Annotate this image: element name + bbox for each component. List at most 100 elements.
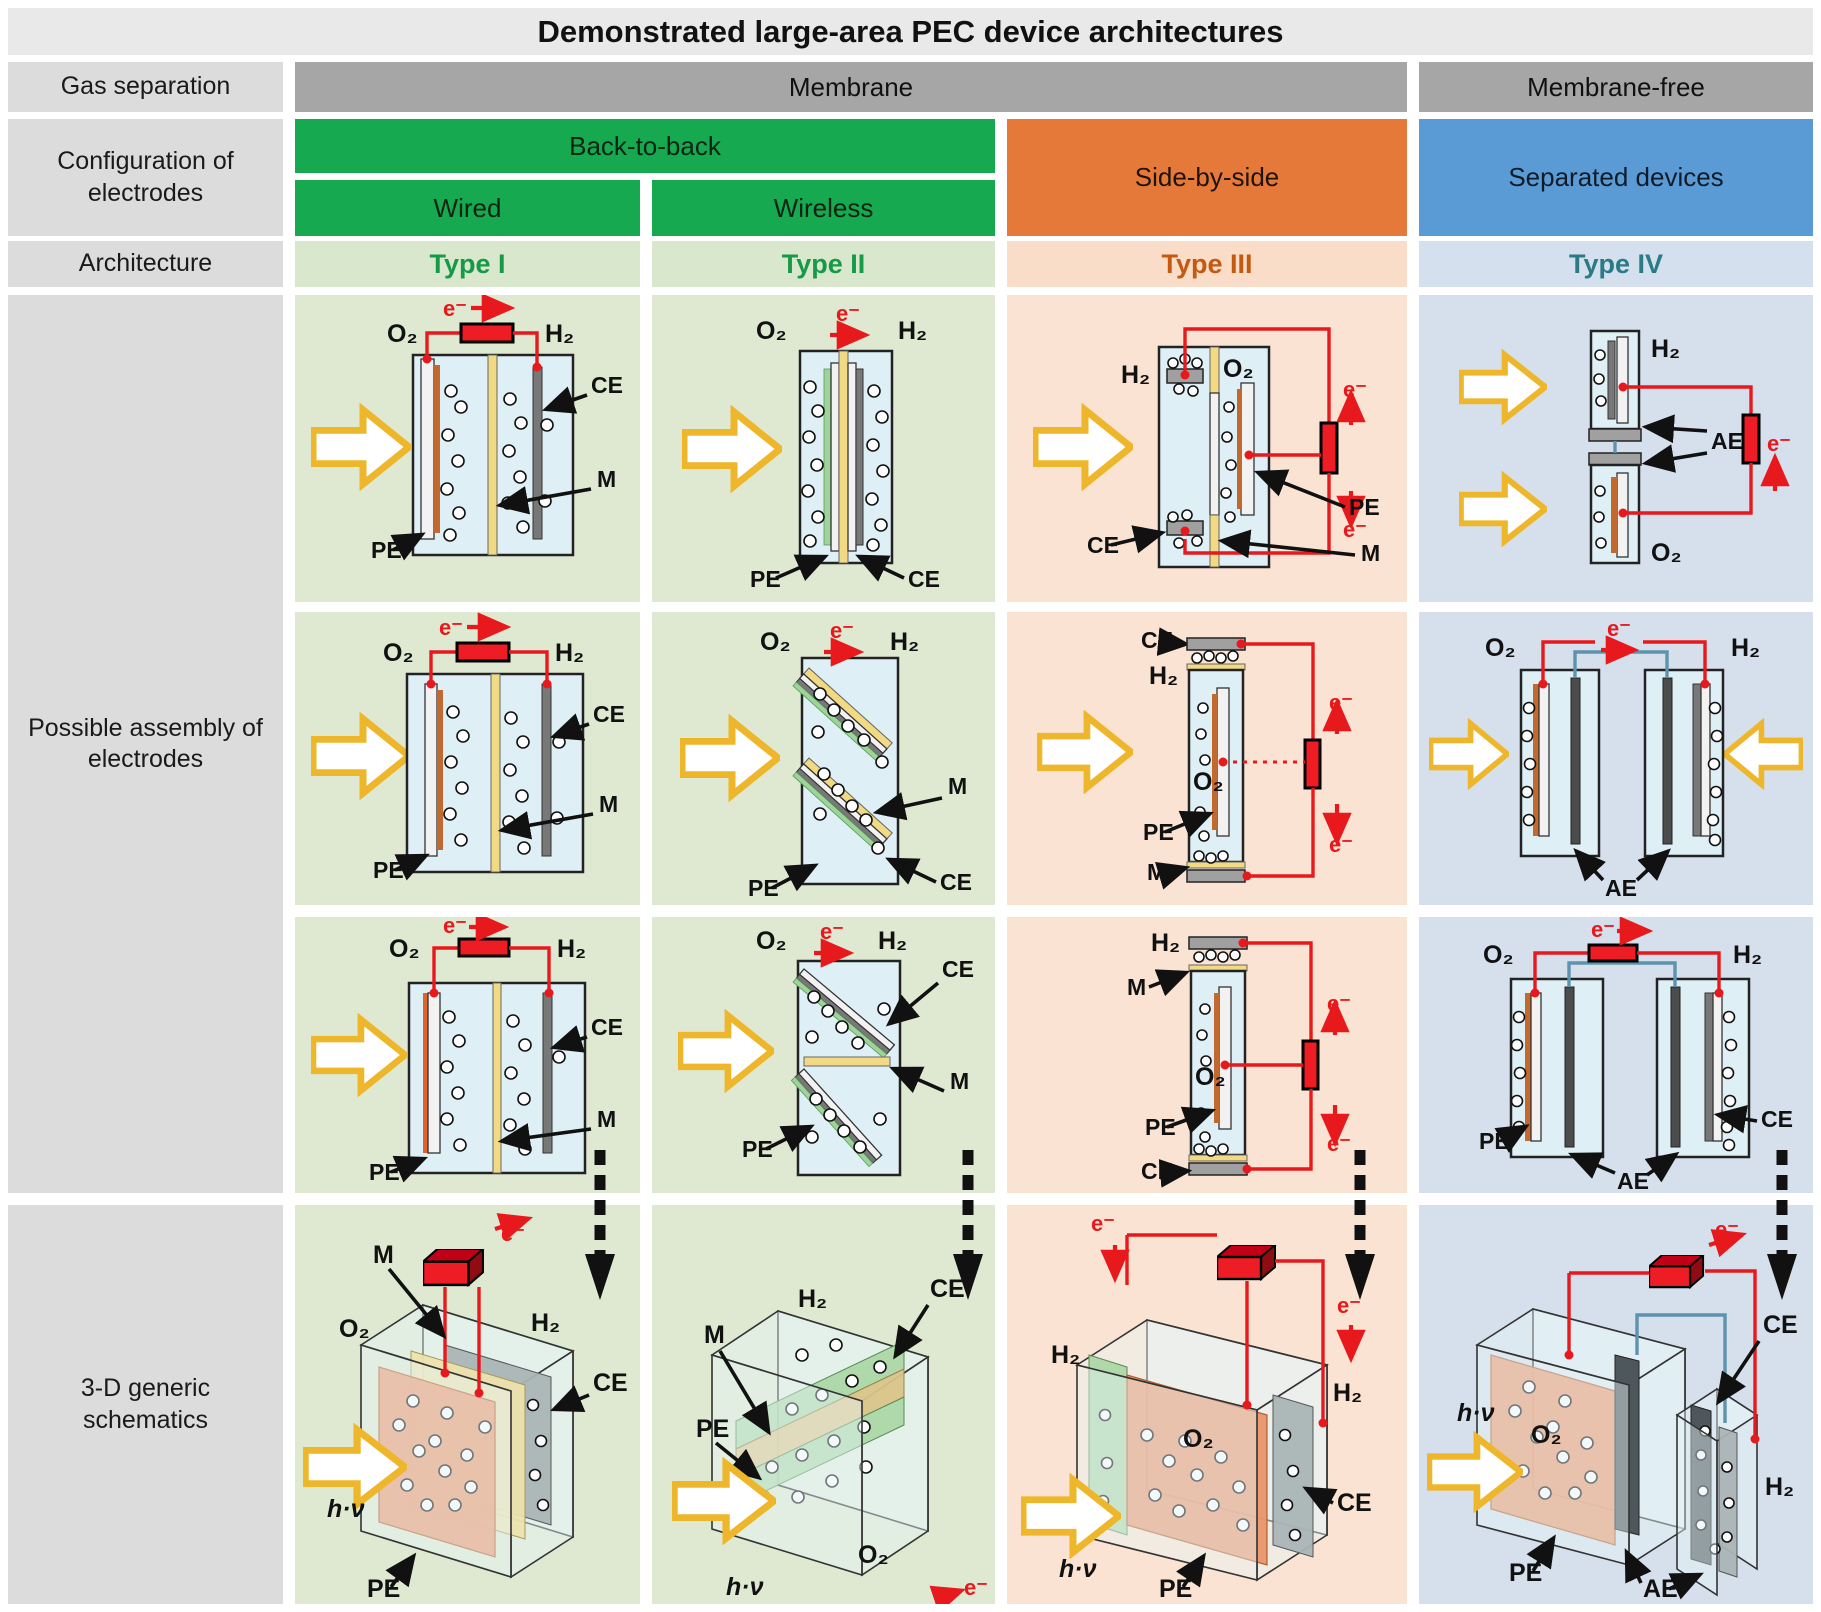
diagram-type2-assembly-3: O₂ e⁻ H₂ CE M PE: [652, 917, 995, 1193]
wire: [425, 331, 461, 359]
membrane: [487, 354, 498, 556]
electron-label: e⁻: [439, 615, 463, 640]
bubbles: [801, 380, 890, 552]
col-header-back-to-back: Back-to-back: [295, 119, 995, 173]
electron-label: e⁻: [1591, 917, 1615, 942]
wire: [432, 946, 459, 993]
counter-electrode: [542, 992, 553, 1154]
auxiliary-electrode: [1670, 986, 1681, 1148]
auxiliary-electrode: [1570, 677, 1581, 845]
counter-electrode: [1704, 992, 1714, 1142]
h2-label: H₂: [555, 639, 584, 667]
ce-label: CE: [591, 1014, 623, 1040]
electron-label: e⁻: [443, 296, 467, 321]
light-arrow-icon: [1035, 410, 1131, 484]
h2-label: H₂: [1731, 634, 1760, 662]
bubbles: [1520, 701, 1724, 847]
wire: [429, 650, 457, 684]
hv-label: h·ν: [726, 1573, 764, 1601]
m-label: M: [1361, 540, 1380, 566]
resistor: [1319, 421, 1339, 475]
bubbles: [1220, 401, 1237, 523]
tilted-assembly: [792, 757, 893, 852]
light-arrow-icon: [313, 410, 409, 484]
ae-label: AE: [1605, 875, 1637, 901]
m-label: M: [950, 1068, 969, 1094]
resistor-3d: [1649, 1255, 1705, 1289]
photoelectrode: [823, 368, 832, 546]
bubbles: [443, 705, 566, 855]
o2-label: O₂: [1485, 634, 1516, 662]
wire: [1183, 327, 1331, 423]
auxiliary-electrode: [1564, 986, 1575, 1148]
pe-label: PE: [371, 537, 402, 563]
col-header-wireless: Wireless: [652, 180, 995, 236]
col-header-type3: Type III: [1007, 241, 1407, 287]
electron-label: e⁻: [820, 919, 844, 944]
m-label: M: [597, 466, 616, 492]
h2-label: H₂: [1651, 335, 1680, 363]
col-header-type4: Type IV: [1419, 241, 1813, 287]
bubbles: [1593, 349, 1607, 407]
electron-label: e⁻: [964, 1575, 988, 1600]
cathode: [1607, 340, 1616, 420]
bubbles: [1193, 1143, 1229, 1157]
wire: [1567, 1271, 1649, 1355]
h2-label: H₂: [890, 628, 919, 656]
h2-label: H₂: [1121, 361, 1150, 389]
o2-label: O₂: [1193, 768, 1224, 796]
diagram-type4-assembly-3: e⁻ O₂ H₂ PE CE AE: [1419, 917, 1813, 1193]
ce-label: CE: [593, 1369, 628, 1397]
photoelectrode: [1525, 993, 1531, 1141]
wire: [1533, 951, 1589, 993]
m-label: M: [1127, 974, 1146, 1000]
h2-label: H₂: [1051, 1341, 1080, 1369]
diagram-type3-3d: e⁻ e⁻ H₂ O₂ H₂ CE PE h·ν: [1007, 1205, 1407, 1604]
counter-electrode: [541, 683, 552, 857]
electron-label: e⁻: [1329, 690, 1353, 715]
wire: [1241, 642, 1315, 740]
ce-label: CE: [1761, 1106, 1793, 1132]
diagram-type3-assembly-3: H₂ M O₂ e⁻ e⁻ PE CE: [1007, 917, 1407, 1193]
row-header-possible-assembly: Possible assembly of electrodes: [8, 295, 283, 1193]
light-arrow-icon: [1039, 717, 1131, 788]
counter-electrode: [532, 366, 543, 540]
o2-label: O₂: [1531, 1421, 1562, 1449]
photoelectrode: [1237, 389, 1242, 509]
photoelectrode: [1212, 694, 1217, 830]
h2-label: H₂: [1765, 1473, 1794, 1501]
o2-label: O₂: [756, 927, 787, 955]
membrane: [1209, 346, 1220, 394]
bubbles: [811, 687, 889, 855]
photoelectrode: [1533, 684, 1539, 836]
photoelectrode: [434, 365, 440, 533]
bubbles: [1193, 949, 1241, 963]
membrane: [490, 673, 501, 873]
resistor: [1741, 413, 1761, 465]
ce-label: CE: [591, 372, 623, 398]
wire: [1243, 941, 1313, 1041]
ce-label: CE: [942, 956, 974, 982]
light-arrow-icon: [1461, 477, 1545, 541]
ce-label: CE: [1141, 627, 1173, 653]
wire: [1623, 385, 1753, 415]
m-label: M: [373, 1241, 394, 1269]
o2-label: O₂: [339, 1315, 370, 1343]
electron-label: e⁻: [1343, 377, 1367, 402]
wire: [1541, 640, 1595, 684]
photoelectrode: [1611, 477, 1617, 553]
resistor: [459, 322, 515, 344]
m-label: M: [597, 1106, 616, 1132]
o2-label: O₂: [1183, 1425, 1214, 1453]
m-label: M: [599, 791, 618, 817]
dashed-down-arrow: [585, 1150, 615, 1300]
ae-label: AE: [1711, 428, 1743, 454]
pe-label: PE: [696, 1415, 729, 1443]
o2-label: O₂: [1483, 941, 1514, 969]
light-arrow-icon: [1725, 724, 1802, 785]
light-arrow-icon: [684, 412, 780, 486]
col-header-wired: Wired: [295, 180, 640, 236]
h2-label: H₂: [1333, 1379, 1362, 1407]
resistor-3d: [1217, 1245, 1277, 1281]
row-header-configuration: Configuration of electrodes: [8, 119, 283, 236]
